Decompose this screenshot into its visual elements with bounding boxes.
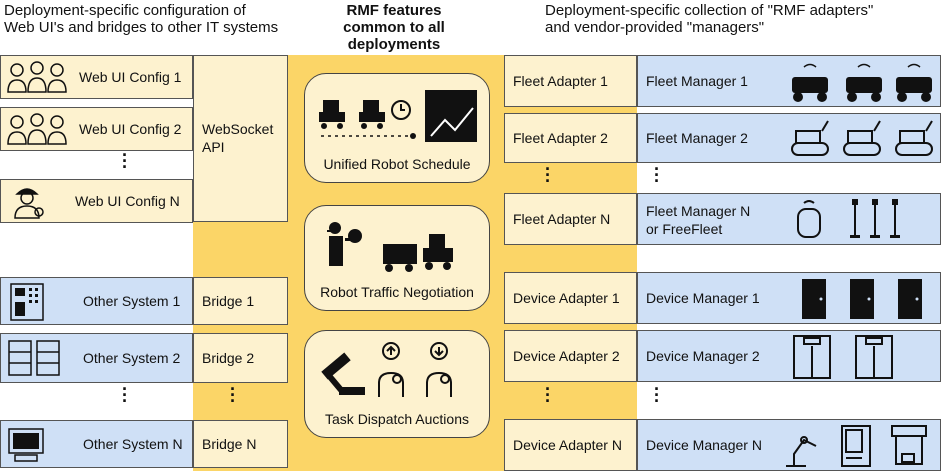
- tracked-robot-icon: [791, 120, 933, 156]
- server-rack-icon: [8, 340, 60, 376]
- bridge-label: Bridge 2: [202, 350, 255, 366]
- device-adapter-n: Device Adapter N: [504, 419, 637, 471]
- delivery-robot-icon: [792, 63, 932, 102]
- ellipsis: · · ·: [230, 379, 236, 411]
- device-adapter-label: Device Adapter 1: [513, 290, 620, 306]
- websocket-api-label: API: [202, 139, 225, 155]
- door-icon: [802, 279, 922, 319]
- device-manager-label: Device Manager 2: [646, 348, 760, 364]
- device-adapter-1: Device Adapter 1: [504, 272, 637, 324]
- ellipsis: · · ·: [122, 145, 128, 177]
- fleet-manager-label: Fleet Manager N: [646, 203, 751, 219]
- ellipsis: · · ·: [654, 159, 660, 191]
- fleet-manager-2: Fleet Manager 2: [637, 113, 941, 163]
- unified-robot-schedule-box: Unified Robot Schedule: [304, 73, 490, 183]
- computer-icon: [8, 428, 44, 462]
- web-ui-config-2: Web UI Config 2: [0, 107, 193, 151]
- device-adapter-2: Device Adapter 2: [504, 330, 637, 382]
- right-header: Deployment-specific collection of "RMF a…: [545, 2, 873, 36]
- people-icon: [7, 113, 67, 145]
- device-manager-2: Device Manager 2: [637, 330, 941, 382]
- robot-arm-vending-coffee-icon: [786, 425, 927, 467]
- web-ui-config-label: Web UI Config 1: [79, 69, 182, 85]
- center-header: RMF features common to all deployments: [296, 2, 492, 53]
- elevator-icon: [793, 335, 893, 379]
- engineer-icon: [14, 188, 44, 219]
- websocket-api-label: WebSocket: [202, 121, 274, 137]
- feature-label: Robot Traffic Negotiation: [320, 284, 474, 300]
- left-header: Deployment-specific configuration of Web…: [4, 2, 278, 36]
- bridge-label: Bridge N: [202, 436, 257, 452]
- device-manager-n: Device Manager N: [637, 419, 941, 471]
- control-panel-icon: [10, 283, 44, 321]
- bridge-1: Bridge 1: [193, 277, 288, 325]
- feature-label: Task Dispatch Auctions: [325, 411, 469, 427]
- ellipsis: · · ·: [545, 159, 551, 191]
- websocket-api-box: WebSocket API: [193, 55, 288, 222]
- robot-schedule-icon: [319, 90, 477, 142]
- bridge-label: Bridge 1: [202, 293, 255, 309]
- other-system-label: Other System 1: [83, 293, 181, 309]
- ellipsis: · · ·: [654, 379, 660, 411]
- bridge-n: Bridge N: [193, 420, 288, 468]
- fleet-adapter-label: Fleet Adapter 2: [513, 130, 608, 146]
- robot-traffic-negotiation-box: Robot Traffic Negotiation: [304, 205, 490, 311]
- people-icon: [7, 61, 67, 93]
- center-header-line: deployments: [347, 36, 441, 53]
- fleet-adapter-label: Fleet Adapter 1: [513, 73, 608, 89]
- fleet-manager-n: Fleet Manager N or FreeFleet: [637, 193, 941, 245]
- device-manager-label: Device Manager 1: [646, 290, 760, 306]
- feature-label: Unified Robot Schedule: [323, 156, 471, 172]
- left-header-line: Deployment-specific configuration of: [4, 2, 246, 19]
- bridge-2: Bridge 2: [193, 333, 288, 383]
- ellipsis: · · ·: [545, 379, 551, 411]
- web-ui-config-1: Web UI Config 1: [0, 55, 193, 99]
- fleet-adapter-n: Fleet Adapter N: [504, 193, 637, 245]
- device-adapter-label: Device Adapter 2: [513, 348, 620, 364]
- other-system-label: Other System 2: [83, 350, 181, 366]
- other-system-1: Other System 1: [0, 277, 193, 325]
- web-ui-config-label: Web UI Config 2: [79, 121, 182, 137]
- fleet-adapter-2: Fleet Adapter 2: [504, 113, 637, 163]
- left-header-line: Web UI's and bridges to other IT systems: [4, 19, 279, 36]
- other-system-2: Other System 2: [0, 333, 193, 383]
- web-ui-config-label: Web UI Config N: [75, 193, 180, 209]
- fleet-manager-label: Fleet Manager 1: [646, 73, 748, 89]
- center-header-line: common to all: [343, 19, 445, 36]
- fleet-adapter-1: Fleet Adapter 1: [504, 55, 637, 107]
- traffic-negotiation-icon: [327, 222, 453, 272]
- web-ui-config-n: Web UI Config N: [0, 179, 193, 223]
- task-dispatch-auctions-box: Task Dispatch Auctions: [304, 330, 490, 438]
- other-system-label: Other System N: [83, 436, 183, 452]
- auction-icon: [321, 342, 452, 397]
- other-system-n: Other System N: [0, 420, 193, 468]
- freefleet-robots-icon: [797, 199, 900, 238]
- device-manager-1: Device Manager 1: [637, 272, 941, 324]
- ellipsis: · · ·: [122, 379, 128, 411]
- right-header-line: Deployment-specific collection of "RMF a…: [545, 2, 874, 19]
- fleet-manager-label: or FreeFleet: [646, 221, 723, 237]
- right-header-line: and vendor-provided "managers": [545, 19, 765, 36]
- device-manager-label: Device Manager N: [646, 437, 762, 453]
- fleet-manager-label: Fleet Manager 2: [646, 130, 748, 146]
- fleet-adapter-label: Fleet Adapter N: [513, 211, 611, 227]
- fleet-manager-1: Fleet Manager 1: [637, 55, 941, 107]
- device-adapter-label: Device Adapter N: [513, 437, 622, 453]
- center-header-line: RMF features: [346, 2, 442, 19]
